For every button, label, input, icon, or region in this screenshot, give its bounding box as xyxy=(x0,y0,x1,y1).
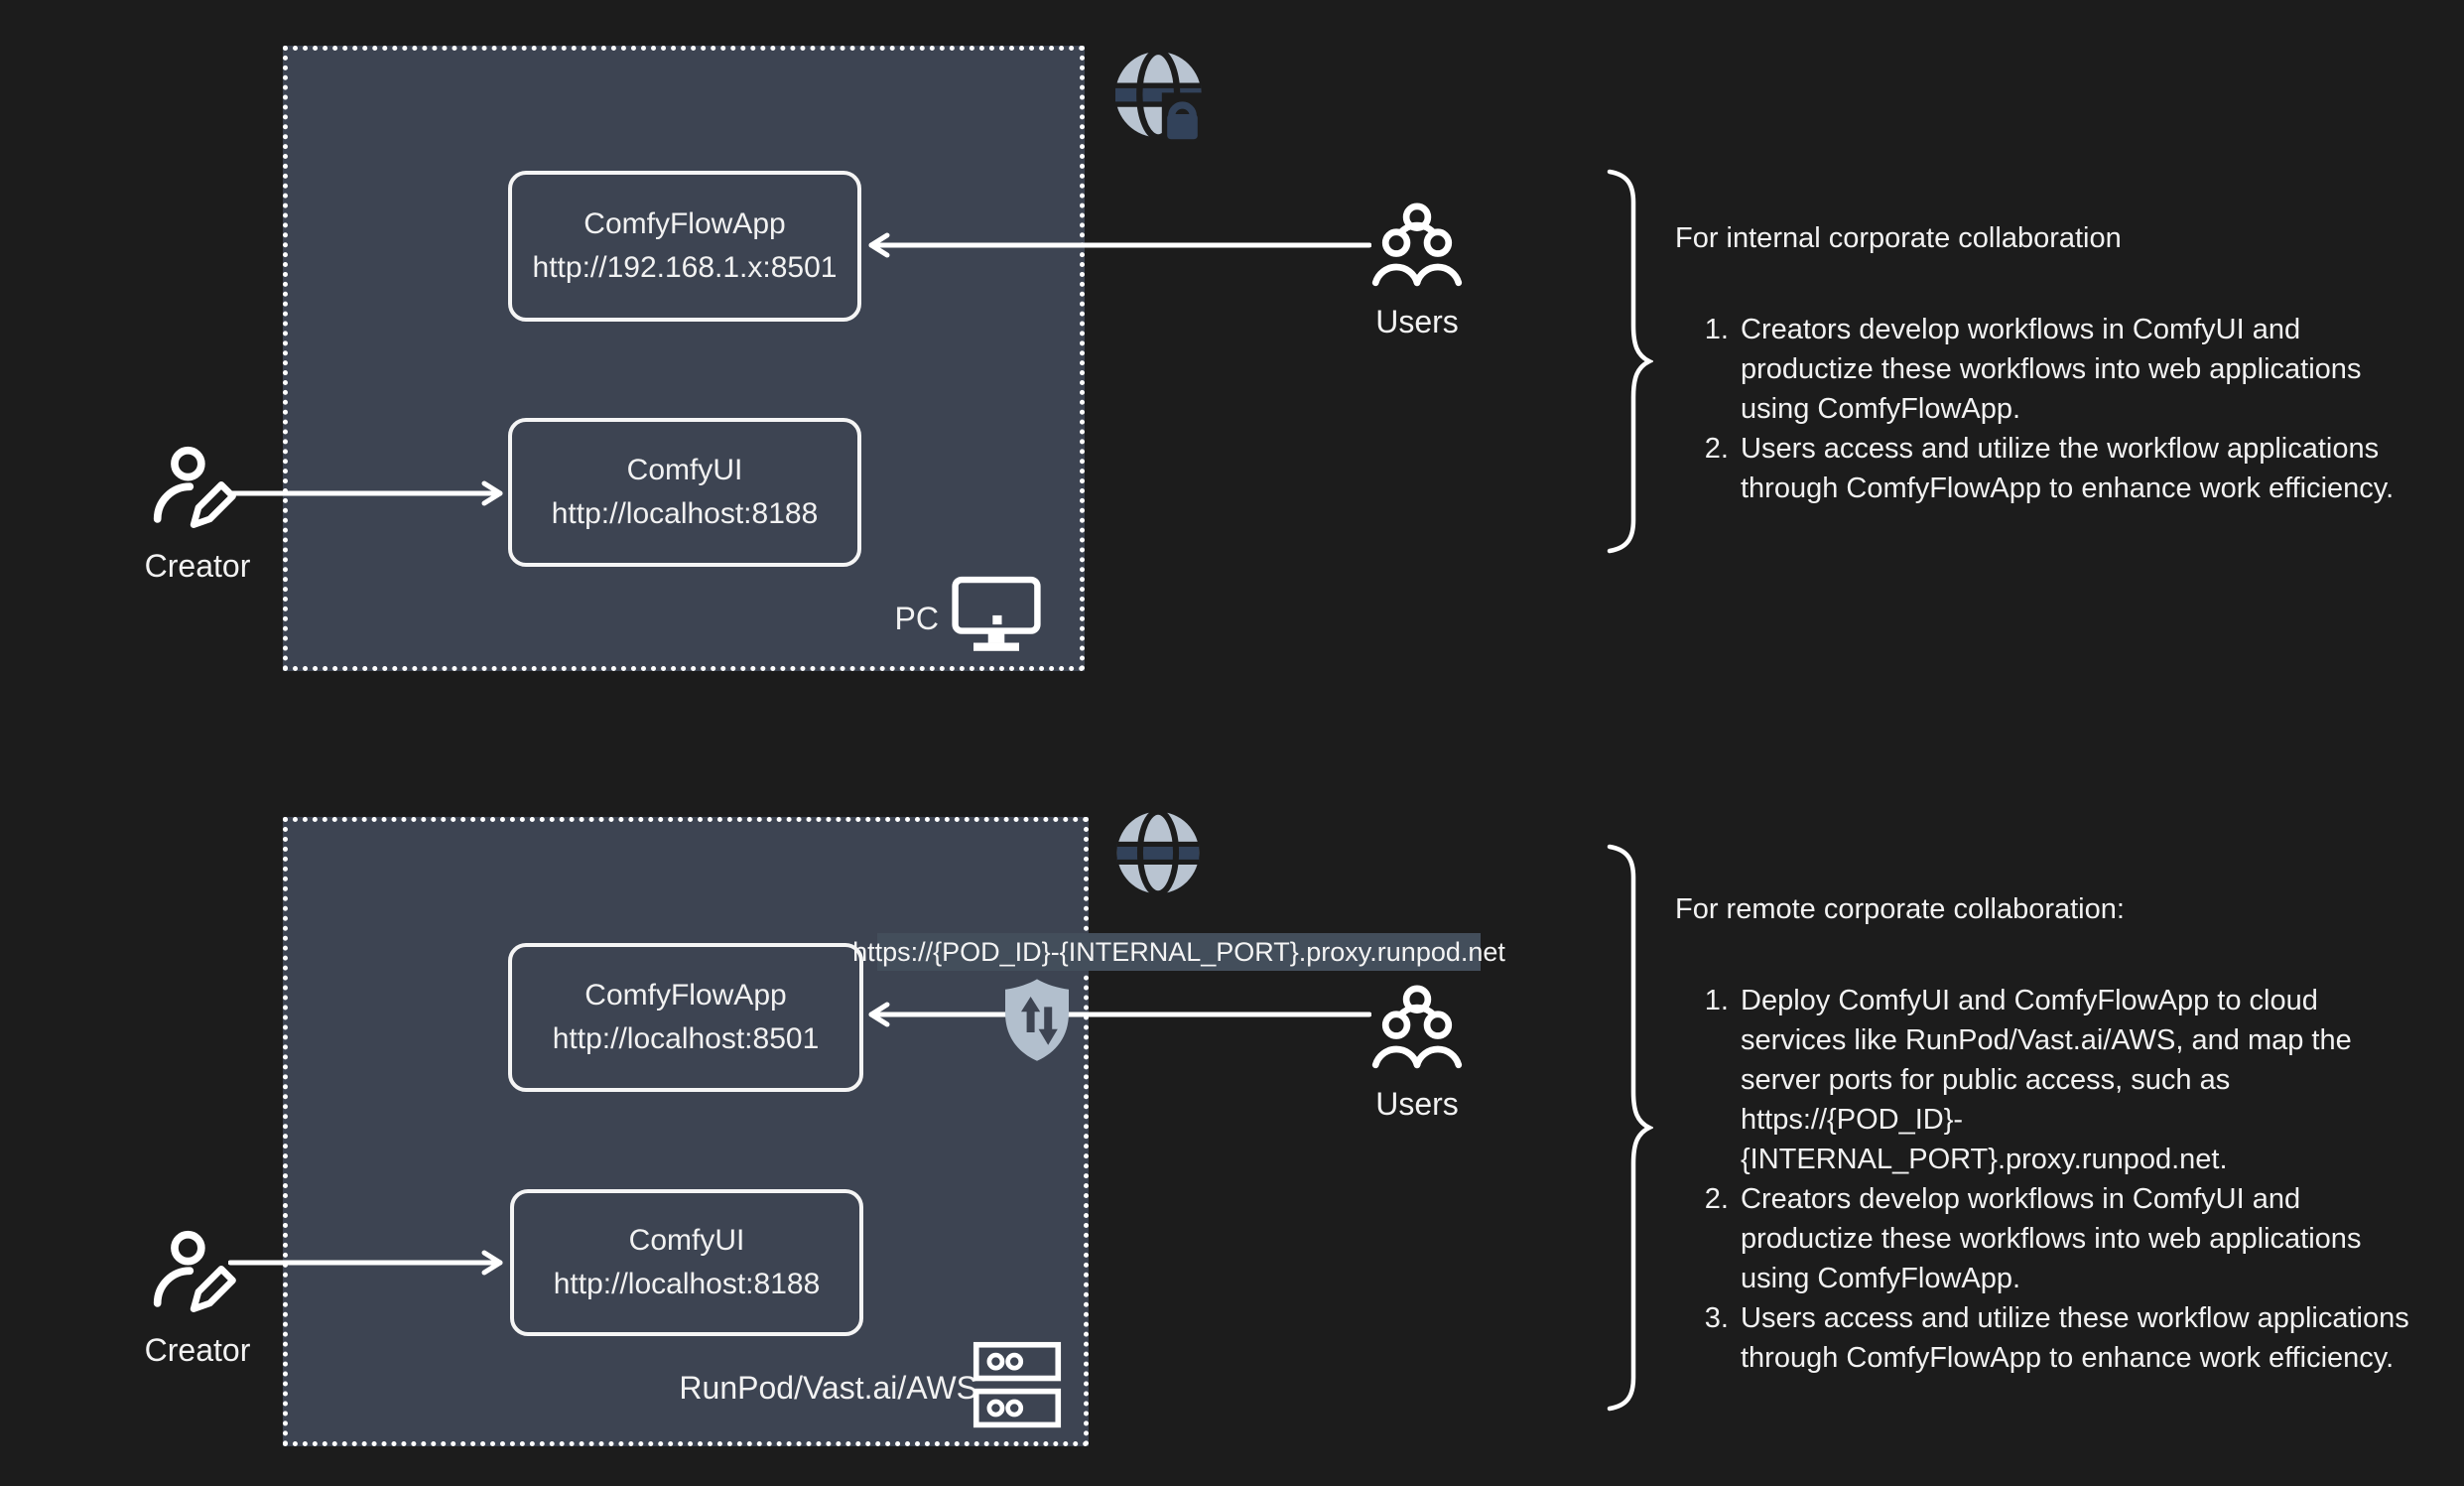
globe-lock-icon xyxy=(1115,50,1205,143)
creator-actor-internal: Creator xyxy=(123,445,272,585)
app-title: ComfyUI xyxy=(626,454,743,486)
creator-icon xyxy=(150,445,245,540)
app-url: http://localhost:8188 xyxy=(551,497,819,530)
brace-remote xyxy=(1606,844,1653,1412)
note-item: Users access and utilize these workflow … xyxy=(1737,1298,2417,1378)
note-list: Creators develop workflows in ComfyUI an… xyxy=(1675,310,2411,508)
arrow-creator-to-comfyui-cloud xyxy=(228,1250,506,1276)
arrow-creator-to-comfyui xyxy=(228,480,506,506)
app-title: ComfyFlowApp xyxy=(584,979,787,1012)
comfyui-node-internal: ComfyUI http://localhost:8188 xyxy=(508,418,861,567)
creator-icon xyxy=(150,1229,245,1324)
creator-label: Creator xyxy=(144,548,251,584)
monitor-icon xyxy=(951,576,1042,653)
note-list: Deploy ComfyUI and ComfyFlowApp to cloud… xyxy=(1675,981,2417,1378)
note-heading: For internal corporate collaboration xyxy=(1675,222,2122,254)
cloud-host-panel xyxy=(283,817,1089,1446)
comfyflowapp-node-cloud: ComfyFlowApp http://localhost:8501 xyxy=(508,943,863,1092)
globe-icon xyxy=(1115,810,1201,895)
users-actor-internal: Users xyxy=(1365,197,1469,340)
note-internal: For internal corporate collaboration Cre… xyxy=(1675,218,2411,508)
comfyui-node-cloud: ComfyUI http://localhost:8188 xyxy=(510,1189,863,1336)
note-item: Creators develop workflows in ComfyUI an… xyxy=(1737,310,2411,429)
users-label: Users xyxy=(1375,304,1459,339)
creator-label: Creator xyxy=(144,1332,251,1368)
note-item: Deploy ComfyUI and ComfyFlowApp to cloud… xyxy=(1737,981,2417,1179)
users-icon xyxy=(1371,197,1463,296)
note-item: Creators develop workflows in ComfyUI an… xyxy=(1737,1179,2417,1298)
arrow-users-to-comfyflowapp xyxy=(863,232,1371,258)
note-heading: For remote corporate collaboration: xyxy=(1675,893,2125,925)
creator-actor-cloud: Creator xyxy=(123,1229,272,1369)
users-label: Users xyxy=(1375,1086,1459,1122)
server-stack-icon xyxy=(973,1338,1062,1433)
internal-network-panel xyxy=(283,46,1085,671)
app-url: http://localhost:8501 xyxy=(552,1022,820,1055)
shield-sync-icon xyxy=(997,977,1077,1064)
comfyflowapp-node-internal: ComfyFlowApp http://192.168.1.x:8501 xyxy=(508,171,861,322)
app-title: ComfyUI xyxy=(628,1224,745,1257)
note-item: Users access and utilize the workflow ap… xyxy=(1737,429,2411,508)
cloud-host-label: RunPod/Vast.ai/AWS xyxy=(679,1370,977,1406)
app-url: http://192.168.1.x:8501 xyxy=(532,251,838,284)
note-remote: For remote corporate collaboration: Depl… xyxy=(1675,889,2417,1378)
app-url: http://localhost:8188 xyxy=(553,1268,821,1300)
proxy-url-badge: https://{POD_ID}-{INTERNAL_PORT}.proxy.r… xyxy=(852,933,1505,971)
pc-label: PC xyxy=(894,601,939,636)
brace-internal xyxy=(1606,169,1653,554)
users-icon xyxy=(1371,979,1463,1078)
app-title: ComfyFlowApp xyxy=(584,207,786,240)
arrow-users-to-comfyflowapp-cloud xyxy=(863,1002,1371,1027)
users-actor-cloud: Users xyxy=(1365,979,1469,1123)
